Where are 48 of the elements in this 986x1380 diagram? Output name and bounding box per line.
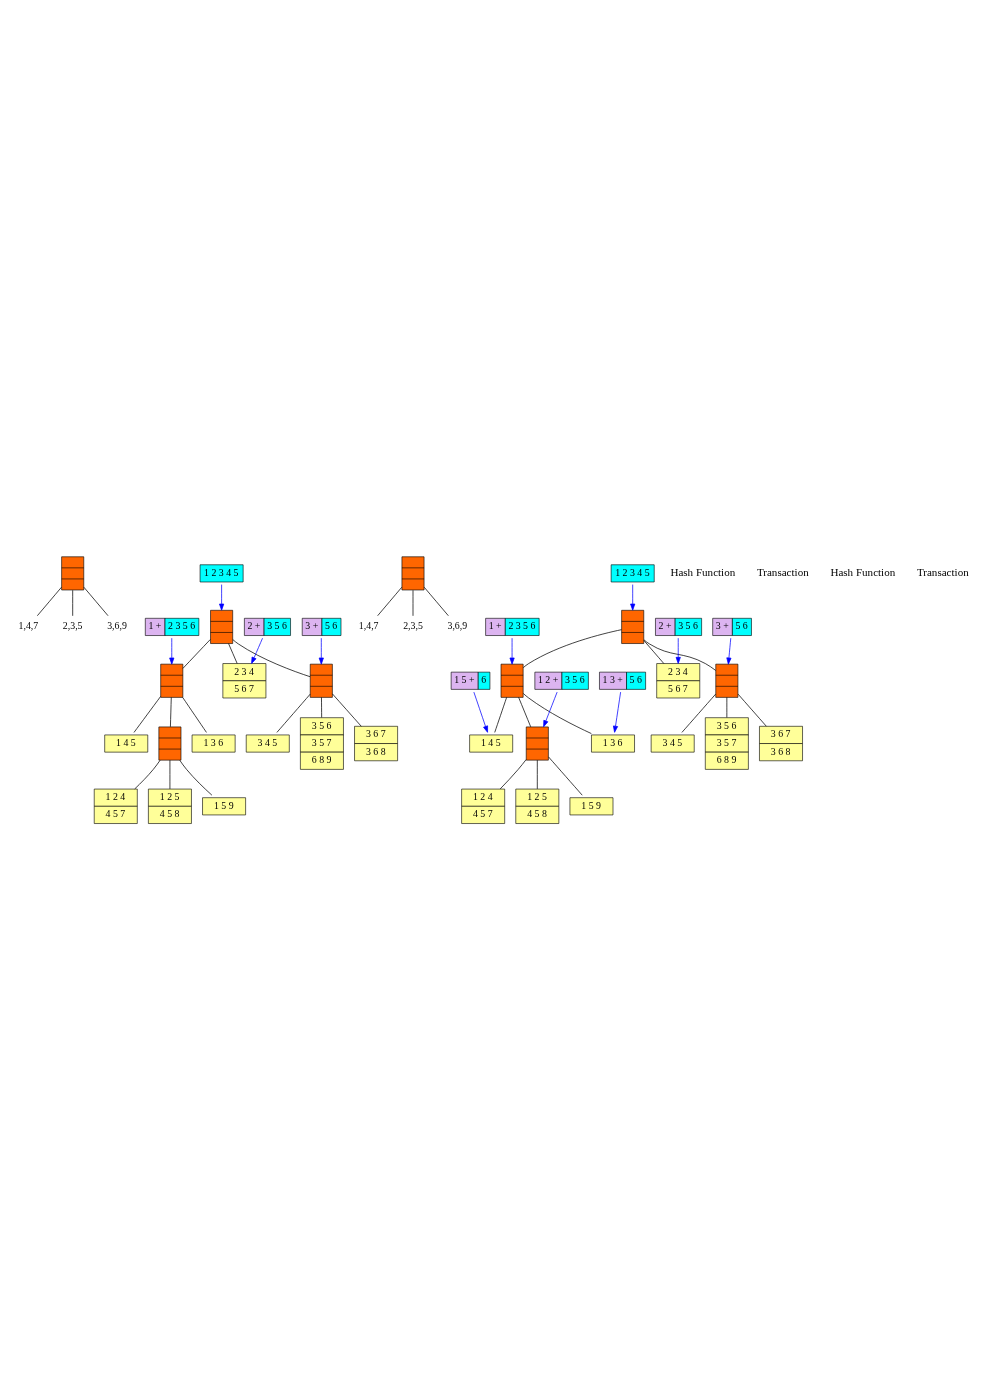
- connector: [548, 756, 583, 796]
- connector: [179, 759, 213, 796]
- connector: [36, 586, 62, 617]
- node-text: 3,6,9: [107, 620, 127, 632]
- connector: [377, 586, 403, 617]
- arrow: [473, 691, 488, 733]
- connector: [726, 697, 728, 718]
- node-text: 1,4,7: [18, 620, 39, 632]
- arrow: [219, 584, 225, 611]
- arrow: [630, 584, 636, 611]
- label: Hash Function: [670, 566, 736, 579]
- connector: [737, 693, 767, 727]
- connector: [182, 697, 207, 733]
- connector: [643, 640, 665, 664]
- connector: [134, 759, 161, 790]
- connector: [83, 586, 109, 617]
- label: Transaction: [756, 566, 809, 579]
- arrow: [169, 637, 175, 665]
- node-text: 2,3,5: [62, 620, 83, 632]
- connector: [522, 693, 592, 734]
- arrow: [318, 637, 324, 665]
- node-text: 1,4,7: [358, 620, 379, 632]
- connector: [182, 639, 211, 669]
- arrow: [675, 637, 681, 664]
- connector: [499, 759, 527, 790]
- connector: [133, 696, 161, 733]
- connector: [276, 693, 311, 733]
- arrow: [543, 691, 558, 728]
- node-text: 2,3,5: [403, 620, 423, 632]
- connector: [170, 697, 172, 728]
- arrow: [726, 637, 732, 665]
- label: Hash Function: [830, 566, 896, 579]
- connector: [423, 586, 449, 617]
- arrow: [251, 637, 263, 664]
- connector: [321, 697, 323, 718]
- connector: [494, 697, 507, 733]
- connector: [518, 697, 532, 728]
- connector: [332, 693, 362, 727]
- label: Transaction: [916, 566, 969, 579]
- connector: [522, 629, 622, 668]
- connector: [232, 639, 311, 678]
- connector: [681, 693, 716, 733]
- connector: [536, 759, 538, 790]
- arrow: [509, 637, 515, 665]
- arrow: [613, 691, 621, 733]
- connector: [643, 639, 717, 671]
- connector: [228, 643, 238, 664]
- node-text: 3,6,9: [447, 620, 468, 632]
